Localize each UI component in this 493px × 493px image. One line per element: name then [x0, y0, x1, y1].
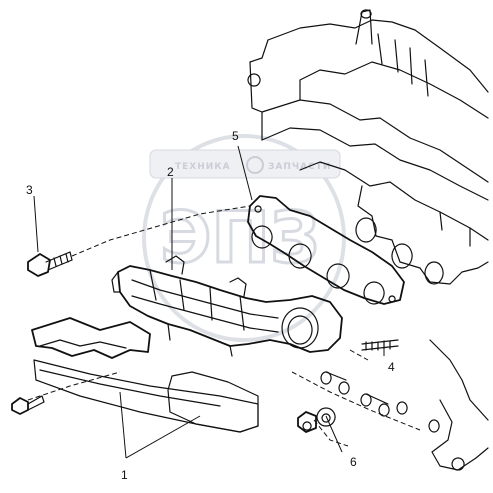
callout-4: 4 — [388, 360, 395, 374]
heat-shield-bolt — [11, 395, 45, 415]
cylinder-head — [247, 9, 489, 471]
callout-5: 5 — [232, 129, 239, 143]
nut-and-washer — [297, 407, 336, 433]
exhaust-manifold — [111, 255, 343, 357]
assembly-lines — [27, 205, 421, 447]
leader-lines — [33, 145, 385, 459]
exhaust-manifold-gasket — [247, 195, 405, 305]
heat-shield — [31, 317, 259, 433]
watermark: ТЕХНИКА ЗАПЧАСТИ ЭПЗ — [142, 134, 346, 342]
callout-6: 6 — [350, 455, 357, 469]
callout-1: 1 — [121, 468, 128, 482]
watermark-left-text: ТЕХНИКА — [175, 162, 231, 172]
watermark-right-text: ЗАПЧАСТИ — [268, 162, 331, 172]
callout-3: 3 — [26, 183, 33, 197]
head-studs — [320, 371, 440, 433]
bolt — [27, 251, 73, 277]
stud — [361, 339, 399, 351]
callout-2: 2 — [167, 165, 174, 179]
